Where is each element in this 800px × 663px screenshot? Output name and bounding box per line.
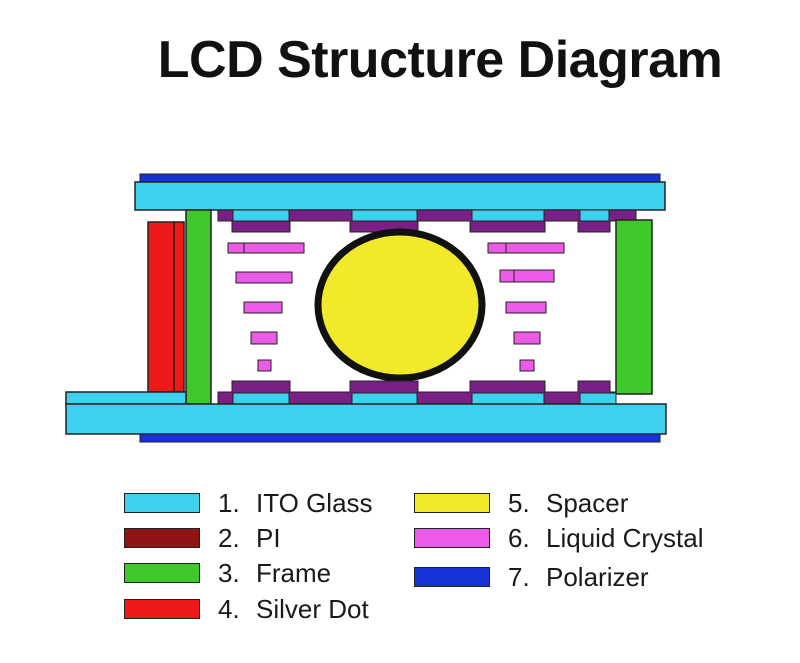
bottom-ito-pad <box>351 392 418 405</box>
legend-item-silver-dot: 4. Silver Dot <box>124 594 369 624</box>
bottom-polarizer <box>139 433 661 443</box>
top-ito-pad <box>471 209 545 222</box>
legend-swatch <box>124 599 200 619</box>
bottom-ito-pad <box>232 392 290 405</box>
bottom-ito-pad <box>579 392 617 405</box>
liquid-crystal-right <box>487 242 565 372</box>
bottom-ito-glass-ledge <box>65 391 187 405</box>
legend-item-ito-glass: 1. ITO Glass <box>124 488 373 518</box>
top-ito-pad <box>232 209 290 222</box>
legend-label: ITO Glass <box>256 487 373 518</box>
diagram-title: LCD Structure Diagram <box>157 31 723 89</box>
legend-number: 2. <box>218 522 240 553</box>
bottom-ito-pad <box>471 392 545 405</box>
top-polarizer <box>139 173 661 183</box>
legend-label: Spacer <box>546 487 629 518</box>
legend-swatch <box>124 528 200 548</box>
legend-swatch <box>414 567 490 587</box>
top-ito-pad <box>579 209 610 222</box>
bottom-ito-glass <box>65 403 667 435</box>
legend-number: 3. <box>218 557 240 588</box>
legend-number: 1. <box>218 487 240 518</box>
legend-number: 4. <box>218 593 240 624</box>
legend-swatch <box>124 563 200 583</box>
legend-item-spacer: 5. Spacer <box>414 488 628 518</box>
legend-item-pi: 2. PI <box>124 523 281 553</box>
legend-item-frame: 3. Frame <box>124 558 331 588</box>
legend-swatch <box>414 528 490 548</box>
spacer-ball <box>314 228 486 382</box>
legend-number: 5. <box>508 487 530 518</box>
legend-label: Polarizer <box>546 561 649 592</box>
legend-item-polarizer: 7. Polarizer <box>414 562 649 592</box>
legend-label: Liquid Crystal <box>546 522 704 553</box>
top-ito-glass <box>134 181 666 211</box>
legend-swatch <box>124 493 200 513</box>
legend-label: Frame <box>256 557 332 588</box>
frame-right <box>615 219 653 395</box>
legend-item-liquid-crystal: 6. Liquid Crystal <box>414 523 704 553</box>
legend-label: PI <box>256 522 281 553</box>
legend-number: 6. <box>508 522 530 553</box>
top-ito-pad <box>351 209 418 222</box>
silver-dot <box>147 221 175 393</box>
legend-swatch <box>414 493 490 513</box>
frame-left <box>185 209 212 405</box>
legend-label: Silver Dot <box>256 593 369 624</box>
liquid-crystal-left <box>227 242 305 372</box>
silver-dot-edge <box>173 221 185 393</box>
legend-number: 7. <box>508 561 530 592</box>
